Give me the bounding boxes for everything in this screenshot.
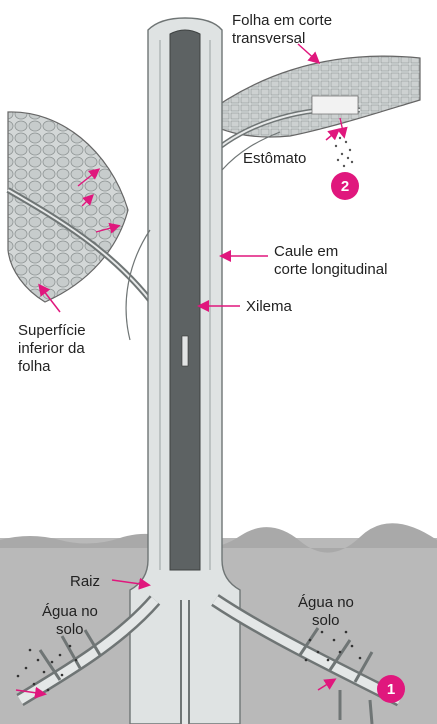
- label-leaf-underside-2: inferior da: [18, 340, 85, 357]
- label-leaf-cross-section-2: transversal: [232, 30, 305, 47]
- label-soil-water-left-1: Água no: [42, 603, 98, 620]
- label-stem-1: Caule em: [274, 243, 338, 260]
- left-leaf: [8, 112, 128, 302]
- xylem: [170, 30, 200, 570]
- right-leaf-cross-section: [200, 56, 420, 137]
- label-stem-2: corte longitudinal: [274, 261, 387, 278]
- label-leaf-cross-section-1: Folha em corte: [232, 12, 332, 29]
- label-leaf-underside-1: Superfície: [18, 322, 86, 339]
- label-soil-water-left-2: solo: [56, 621, 84, 638]
- stomata: [312, 96, 358, 114]
- label-root: Raiz: [70, 573, 100, 590]
- label-xylem: Xilema: [246, 298, 293, 315]
- badge-2: 2: [331, 172, 359, 200]
- label-leaf-underside-3: folha: [18, 358, 51, 375]
- badge-2-text: 2: [341, 178, 349, 195]
- label-stomata: Estômato: [243, 150, 306, 167]
- badge-1-text: 1: [387, 681, 395, 698]
- label-soil-water-right-2: solo: [312, 612, 340, 629]
- label-soil-water-right-1: Água no: [298, 594, 354, 611]
- water-vapor-dots-top: [335, 137, 353, 167]
- badge-1: 1: [377, 675, 405, 703]
